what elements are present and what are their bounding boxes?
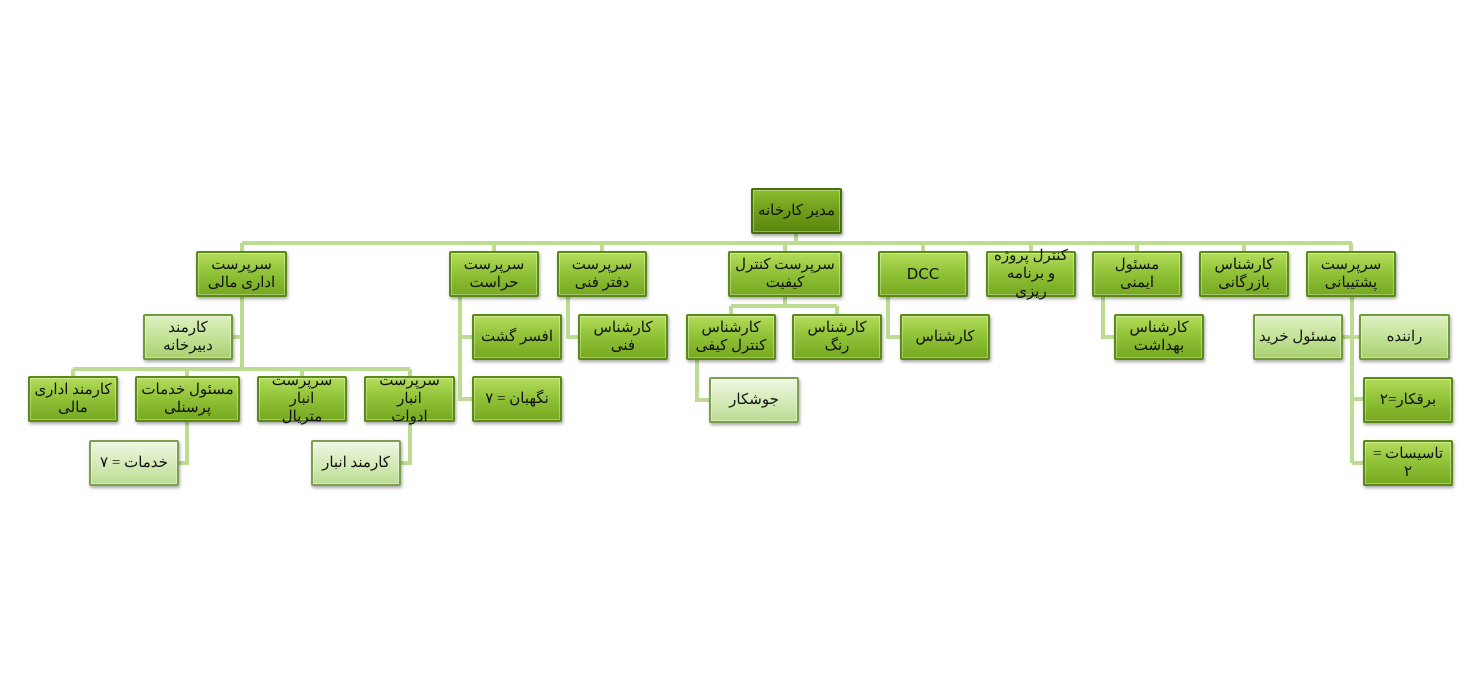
- node-driver: راننده: [1359, 314, 1450, 360]
- node-patrol-officer: افسر گشت: [472, 314, 562, 360]
- node-dcc-expert: کارشناس: [900, 314, 990, 360]
- node-warehouse-clerk: کارمند انبار: [311, 440, 401, 486]
- node-commercial-expert: کارشناس بازرگانی: [1199, 251, 1289, 297]
- node-technical-expert: کارشناس فنی: [578, 314, 668, 360]
- node-welder: جوشکار: [709, 377, 799, 423]
- node-tech-office-supervisor: سرپرست دفتر فنی: [557, 251, 647, 297]
- node-health-expert: کارشناس بهداشت: [1114, 314, 1204, 360]
- node-secretary-clerk: کارمند دبیرخانه: [143, 314, 233, 360]
- node-qc-expert: کارشناس کنترل کیفی: [686, 314, 776, 360]
- node-qc-supervisor: سرپرست کنترل کیفیت: [728, 251, 842, 297]
- node-guards: نگهبان = ۷: [472, 376, 562, 422]
- node-facilities: تاسیسات = ۲: [1363, 440, 1453, 486]
- node-support-supervisor: سرپرست پشتیبانی: [1306, 251, 1396, 297]
- node-finance-clerk: کارمند اداری مالی: [28, 376, 118, 422]
- node-paint-expert: کارشناس رنگ: [792, 314, 882, 360]
- node-material-warehouse: سرپرست انبار متریال: [257, 373, 347, 425]
- node-personnel-services: مسئول خدمات پرسنلی: [135, 376, 240, 422]
- node-factory-manager: مدیر کارخانه: [751, 188, 842, 234]
- node-dcc: DCC: [878, 251, 968, 297]
- node-purchase-officer: مسئول خرید: [1253, 314, 1343, 360]
- node-security-supervisor: سرپرست حراست: [449, 251, 539, 297]
- node-safety-officer: مسئول ایمنی: [1092, 251, 1182, 297]
- node-electrician: برقکار=۲: [1363, 377, 1453, 423]
- node-tools-warehouse: سرپرست انبار ادوات: [364, 373, 455, 425]
- node-services: خدمات = ۷: [89, 440, 179, 486]
- node-project-control: کنترل پروژه و برنامه ریزی: [986, 248, 1076, 300]
- node-admin-finance-supervisor: سرپرست اداری مالی: [196, 251, 287, 297]
